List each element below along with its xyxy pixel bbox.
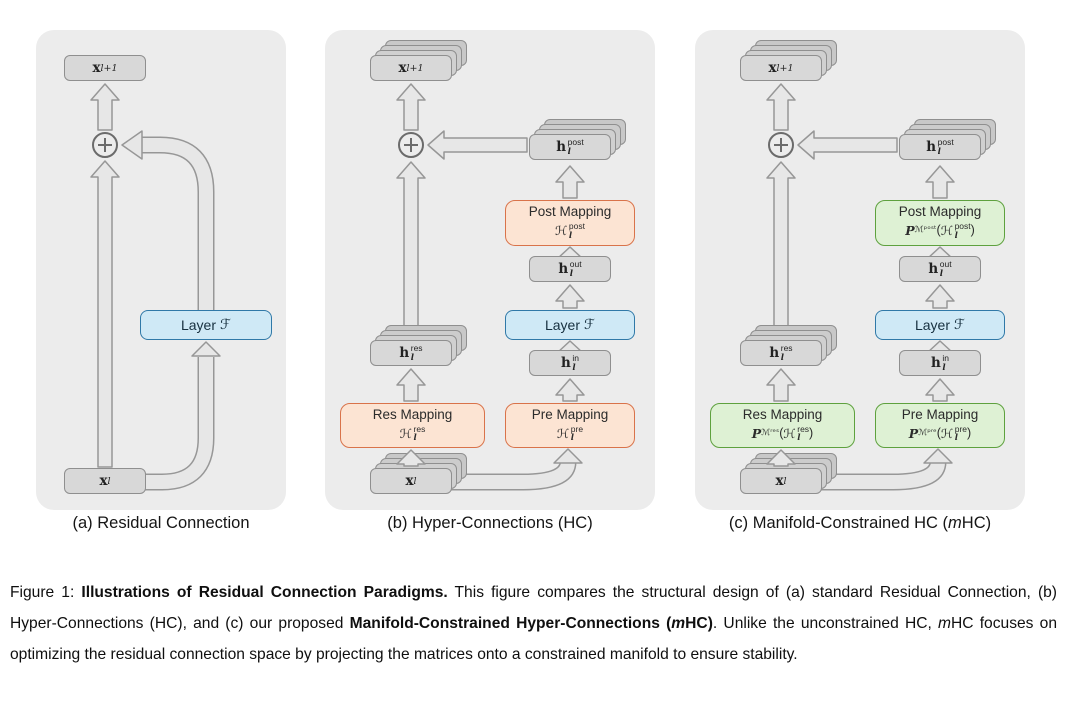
postmap-to-hpost-arrow xyxy=(925,165,955,199)
residual-stream-arrow xyxy=(90,160,120,468)
panel-c-caption: (c) Manifold-Constrained HC (mHC) xyxy=(728,514,992,532)
sum-to-output-arrow xyxy=(766,83,796,131)
panel-c-arrows xyxy=(766,83,955,491)
layer-to-hout-arrow xyxy=(925,284,955,309)
circle-plus-icon xyxy=(92,132,118,158)
resmap-to-hres-arrow xyxy=(396,368,426,402)
sum-to-output-arrow xyxy=(396,83,426,131)
figure-caption: Figure 1: Illustrations of Residual Conn… xyxy=(10,584,1058,663)
input-to-resmap-arrow xyxy=(766,449,796,467)
layer-output-curved-arrow xyxy=(121,130,215,330)
circle-plus-icon xyxy=(398,132,424,158)
panel-b-caption: (b) Hyper-Connections (HC) xyxy=(387,514,593,532)
panel-b-overlay-arrows xyxy=(396,449,426,467)
input-to-premap-curved-arrow xyxy=(425,448,583,491)
layer-input-curved-arrow xyxy=(126,341,221,491)
input-to-premap-curved-arrow xyxy=(795,448,953,491)
residual-stream-arrow xyxy=(766,161,796,339)
panel-a-caption: (a) Residual Connection xyxy=(72,514,250,532)
caption-bold-title: Illustrations of Residual Connection Par… xyxy=(81,584,448,601)
residual-stream-arrow xyxy=(396,161,426,339)
layer-to-hout-arrow xyxy=(555,284,585,309)
premap-to-hin-arrow xyxy=(555,378,585,402)
circle-plus-icon xyxy=(768,132,794,158)
sum-to-output-arrow xyxy=(90,83,120,131)
panel-c-overlay-arrows xyxy=(766,449,796,467)
caption-text-3: HC focuses on optimizing the residual co… xyxy=(10,615,1058,663)
caption-text-2: . Unlike the unconstrained HC, xyxy=(712,615,939,632)
input-to-resmap-arrow xyxy=(396,449,426,467)
resmap-to-hres-arrow xyxy=(766,368,796,402)
caption-figure-label: Figure 1: xyxy=(10,584,82,601)
hpost-to-sum-arrow xyxy=(427,130,528,160)
caption-bold-mhc-name: Manifold-Constrained Hyper-Connections xyxy=(349,615,660,632)
premap-to-hin-arrow xyxy=(925,378,955,402)
hpost-to-sum-arrow xyxy=(797,130,898,160)
postmap-to-hpost-arrow xyxy=(555,165,585,199)
panel-a-arrows xyxy=(90,83,221,491)
caption-text-1: This figure compares the structural desi… xyxy=(10,584,1057,632)
